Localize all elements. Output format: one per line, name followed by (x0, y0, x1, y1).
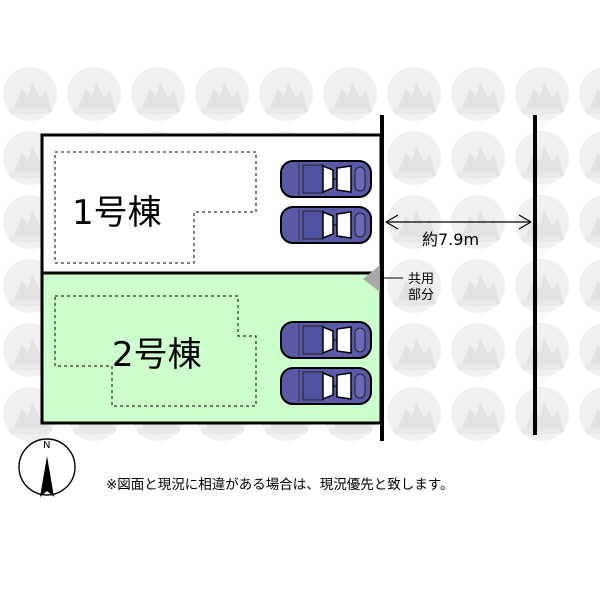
car-icon (280, 367, 372, 405)
watermark-logo (579, 259, 600, 313)
building-1-outline (54, 151, 257, 264)
watermark-logo (387, 131, 441, 185)
watermark-logo (387, 387, 441, 441)
watermark-logo (515, 67, 569, 121)
watermark-logo (579, 195, 600, 249)
watermark-logo (195, 67, 249, 121)
road-width-arrow (385, 214, 532, 230)
watermark-logo (515, 259, 569, 313)
building-2-label: 2号棟 (112, 335, 202, 375)
north-label: N (43, 440, 51, 451)
watermark-logo (387, 323, 441, 377)
road-width-label: 約7.9m (422, 230, 480, 249)
building-1-label: 1号棟 (72, 193, 162, 233)
watermark-logo (131, 67, 185, 121)
shared-area-marker-icon (363, 265, 403, 292)
watermark-logo (451, 67, 505, 121)
lot-1 (40, 133, 383, 275)
watermark-logo (323, 67, 377, 121)
watermark-logo (579, 323, 600, 377)
watermark-logo (451, 323, 505, 377)
watermark-logo (515, 323, 569, 377)
watermark-logo (259, 67, 313, 121)
car-icon (280, 321, 372, 359)
watermark-logo (515, 387, 569, 441)
watermark-logo (67, 67, 121, 121)
north-arrow-icon (18, 438, 76, 497)
watermark-logo (3, 67, 57, 121)
watermark-logo (451, 131, 505, 185)
watermark-logo (579, 131, 600, 185)
shared-area-label: 共用部分 (408, 272, 435, 303)
watermark-logo (515, 131, 569, 185)
watermark-logo (387, 67, 441, 121)
disclaimer-text: ※図面と現況に相違がある場合は、現況優先と致します。 (106, 477, 454, 493)
watermark-logo (451, 387, 505, 441)
watermark-logo (579, 387, 600, 441)
car-icon (280, 206, 372, 244)
watermark-logo (451, 259, 505, 313)
watermark-logo (579, 67, 600, 121)
car-icon (280, 160, 372, 198)
